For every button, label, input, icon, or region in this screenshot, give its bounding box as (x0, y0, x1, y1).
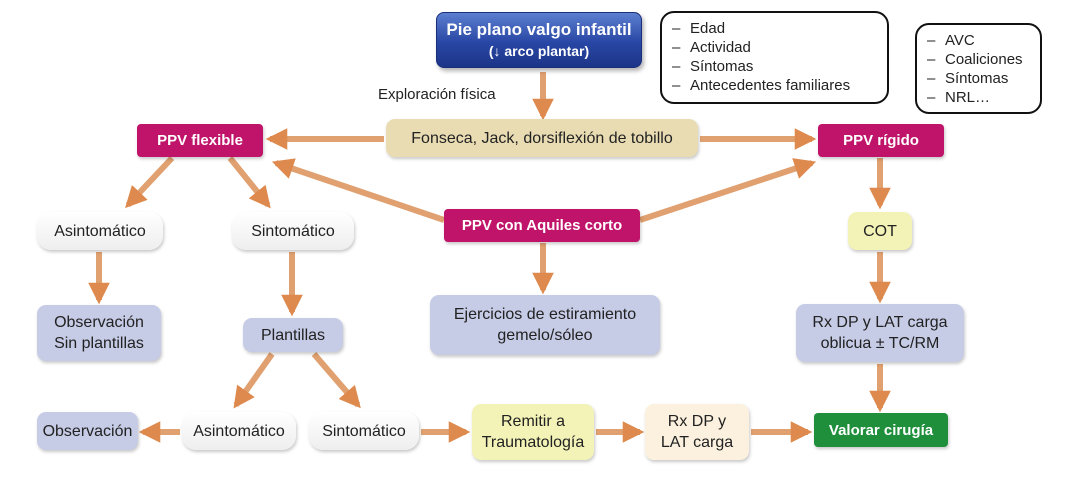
asintomatico-node-2: Asintomático (182, 412, 296, 450)
factor-item: Edad (672, 19, 877, 38)
ppv-rigido-node: PPV rígido (818, 124, 944, 157)
sintomatico-node-2: Sintomático (309, 412, 419, 450)
observacion-node: Observación (37, 412, 138, 450)
arrow-aquiles-to-rigido (639, 158, 817, 223)
rx-lat-line2: LAT carga (660, 434, 734, 451)
remitir-line2: Traumatología (481, 434, 585, 451)
observacion-sin-line1: Observación (54, 314, 144, 331)
title-line2: (↓ arco plantar) (488, 43, 590, 59)
ejercicios-line2: gemelo/sóleo (497, 327, 593, 344)
factor-item: Actividad (672, 38, 877, 57)
rx-oblicua-node: Rx DP y LAT carga oblicua ± TC/RM (796, 304, 964, 362)
factores-box: Edad Actividad Síntomas Antecedentes fam… (660, 11, 889, 104)
remitir-line1: Remitir a (500, 413, 565, 430)
rx-oblicua-line2: oblicua ± TC/RM (820, 335, 940, 352)
rx-lat-line1: Rx DP y (667, 413, 727, 430)
observacion-sin-plantillas-node: Observación Sin plantillas (37, 305, 161, 361)
arrow-aquiles-to-flexible (271, 158, 445, 223)
fonseca-node: Fonseca, Jack, dorsiflexión de tobillo (386, 119, 698, 157)
title-node: Pie plano valgo infantil (↓ arco plantar… (436, 12, 642, 68)
causa-item: AVC (927, 31, 1030, 50)
causa-item: NRL… (927, 88, 1030, 107)
ppv-flexible-node: PPV flexible (137, 124, 263, 157)
arrow-flexible-to-asintomatico (125, 155, 175, 209)
arrow-plantillas-to-sintomatico (311, 352, 361, 409)
factor-item: Síntomas (672, 57, 877, 76)
ejercicios-node: Ejercicios de estiramiento gemelo/sóleo (430, 295, 660, 355)
arrow-flexible-to-sintomatico (227, 156, 271, 209)
causas-box: AVC Coaliciones Síntomas NRL… (915, 23, 1042, 114)
observacion-sin-line2: Sin plantillas (54, 335, 144, 352)
title-line1: Pie plano valgo infantil (446, 20, 632, 39)
plantillas-node: Plantillas (243, 318, 343, 352)
remitir-node: Remitir a Traumatología (472, 404, 594, 460)
causa-item: Coaliciones (927, 50, 1030, 69)
causa-item: Síntomas (927, 69, 1030, 88)
exploracion-label: Exploración física (378, 86, 496, 103)
cot-node: COT (848, 212, 912, 250)
arrow-plantillas-to-asintomatico (233, 352, 275, 409)
sintomatico-node-1: Sintomático (232, 212, 354, 250)
rx-lat-node: Rx DP y LAT carga (645, 404, 749, 460)
factor-item: Antecedentes familiares (672, 76, 877, 95)
rx-oblicua-line1: Rx DP y LAT carga (812, 314, 948, 331)
ppv-aquiles-node: PPV con Aquiles corto (444, 209, 640, 242)
valorar-cirugia-node: Valorar cirugía (814, 413, 948, 447)
ejercicios-line1: Ejercicios de estiramiento (453, 306, 637, 323)
asintomatico-node-1: Asintomático (37, 212, 163, 250)
